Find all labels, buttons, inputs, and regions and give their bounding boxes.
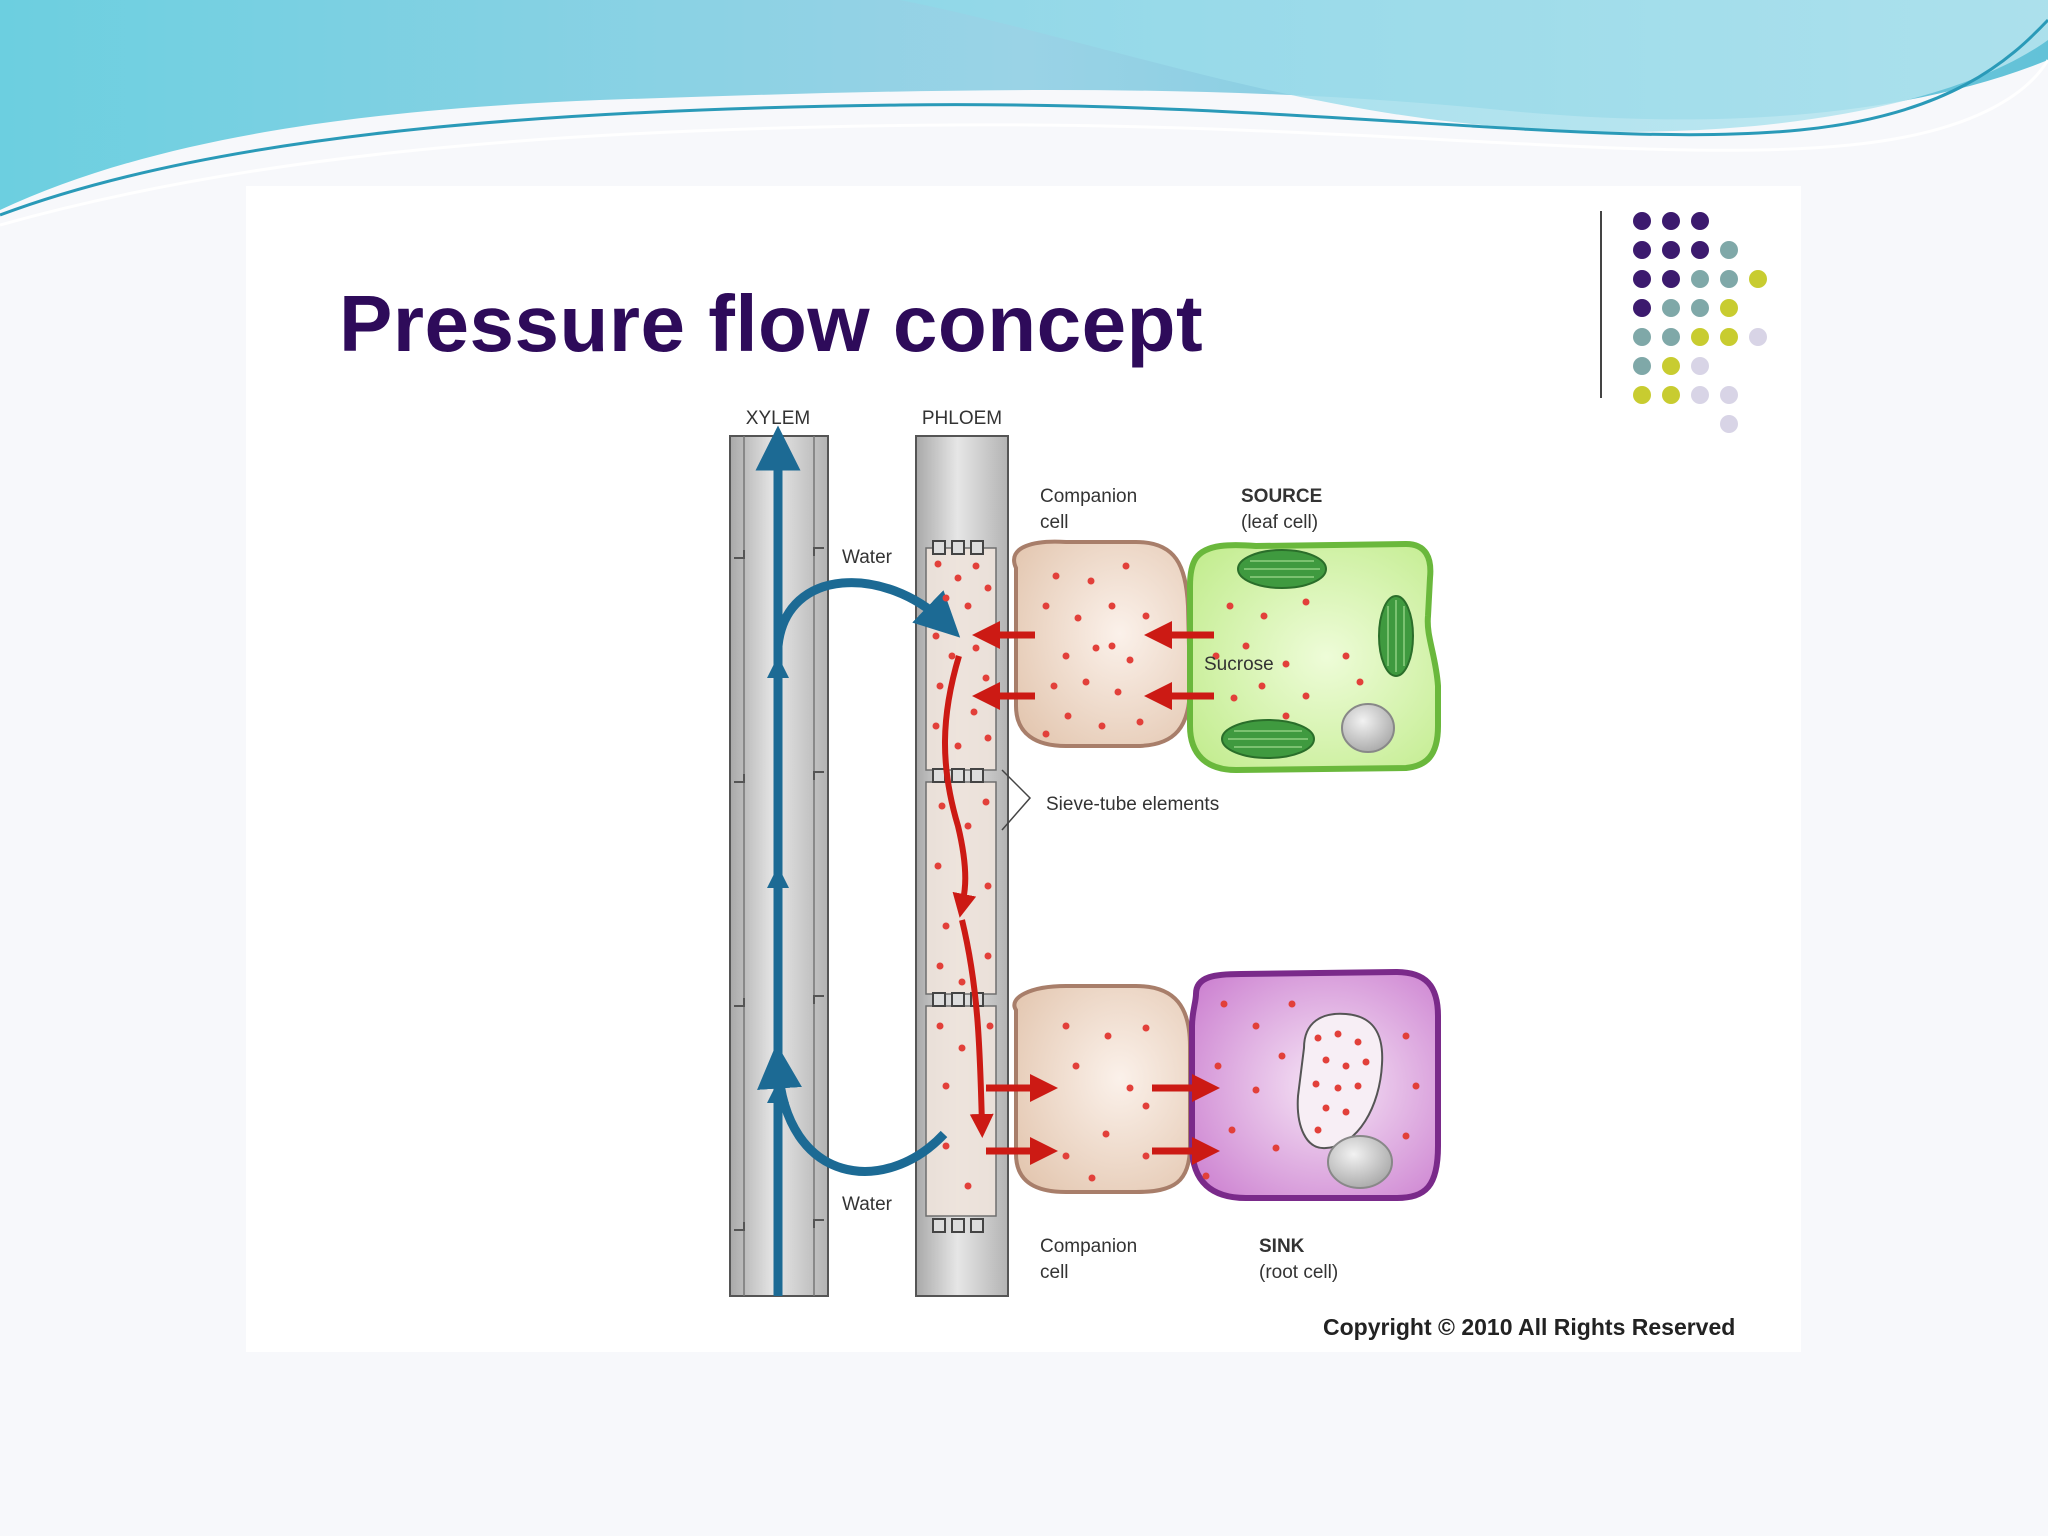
decor-dot xyxy=(1720,241,1738,259)
decor-dot xyxy=(1662,328,1680,346)
decor-dot xyxy=(1691,299,1709,317)
decor-dot xyxy=(1633,386,1651,404)
companion-cell-bottom-label-line1: Companion xyxy=(1040,1236,1137,1257)
decor-dot xyxy=(1662,299,1680,317)
source-label: SOURCE xyxy=(1241,486,1322,507)
sink-vacuole xyxy=(1296,1012,1384,1150)
decor-dot xyxy=(1720,415,1738,433)
slide-title: Pressure flow concept xyxy=(339,279,1204,368)
decor-dot xyxy=(1662,212,1680,230)
sink-label: SINK xyxy=(1259,1236,1305,1257)
decor-dot xyxy=(1691,328,1709,346)
decor-dot xyxy=(1720,299,1738,317)
sucrose-label: Sucrose xyxy=(1204,654,1274,675)
decor-dot xyxy=(1633,270,1651,288)
slide: Pressure flow concept xyxy=(246,186,1801,1352)
pressure-flow-diagram: XYLEM PHLOEM Water Water Companion cell … xyxy=(729,211,1767,1297)
copyright-notice: Copyright © 2010 All Rights Reserved xyxy=(1323,1314,1736,1340)
decor-dot xyxy=(1662,357,1680,375)
dot-grid-decoration xyxy=(1633,212,1767,433)
companion-cell-bottom-label-line2: cell xyxy=(1040,1262,1069,1283)
leaf-nucleus xyxy=(1341,703,1395,753)
decor-dot xyxy=(1691,241,1709,259)
sieve-tube-label: Sieve-tube elements xyxy=(1046,794,1219,815)
sink-nucleus xyxy=(1327,1135,1393,1189)
source-sublabel: (leaf cell) xyxy=(1241,512,1318,533)
decor-dot xyxy=(1720,328,1738,346)
sucrose-particles xyxy=(932,560,1420,1190)
decor-dot xyxy=(1662,386,1680,404)
sink-sublabel: (root cell) xyxy=(1259,1262,1338,1283)
decor-dot xyxy=(1633,299,1651,317)
decor-dot xyxy=(1662,241,1680,259)
sieve-tube-leader xyxy=(1001,769,1032,831)
decor-dot xyxy=(1691,386,1709,404)
phloem-tube xyxy=(915,435,1009,1297)
decor-dot xyxy=(1749,328,1767,346)
xylem-label: XYLEM xyxy=(746,408,810,429)
water-arrow-top xyxy=(773,578,961,647)
decor-dot xyxy=(1720,386,1738,404)
companion-cell-top xyxy=(1012,539,1193,748)
decor-dot xyxy=(1720,270,1738,288)
water-arrow-bottom xyxy=(757,1043,948,1176)
decor-dot xyxy=(1633,241,1651,259)
decor-dot xyxy=(1691,357,1709,375)
sucrose-flow-arrows xyxy=(942,621,1220,1165)
water-label-top: Water xyxy=(842,547,893,568)
decor-dot xyxy=(1633,212,1651,230)
companion-cell-top-label-line2: cell xyxy=(1040,512,1069,533)
water-label-bottom: Water xyxy=(842,1194,893,1215)
companion-cell-top-label-line1: Companion xyxy=(1040,486,1137,507)
xylem-tube xyxy=(729,425,829,1297)
decor-dot xyxy=(1662,270,1680,288)
header-wave-banner xyxy=(0,0,2048,227)
decor-dot xyxy=(1749,270,1767,288)
phloem-label: PHLOEM xyxy=(922,408,1002,429)
decor-dot xyxy=(1691,212,1709,230)
decor-dot xyxy=(1633,328,1651,346)
decor-dot xyxy=(1633,357,1651,375)
decor-dot xyxy=(1691,270,1709,288)
